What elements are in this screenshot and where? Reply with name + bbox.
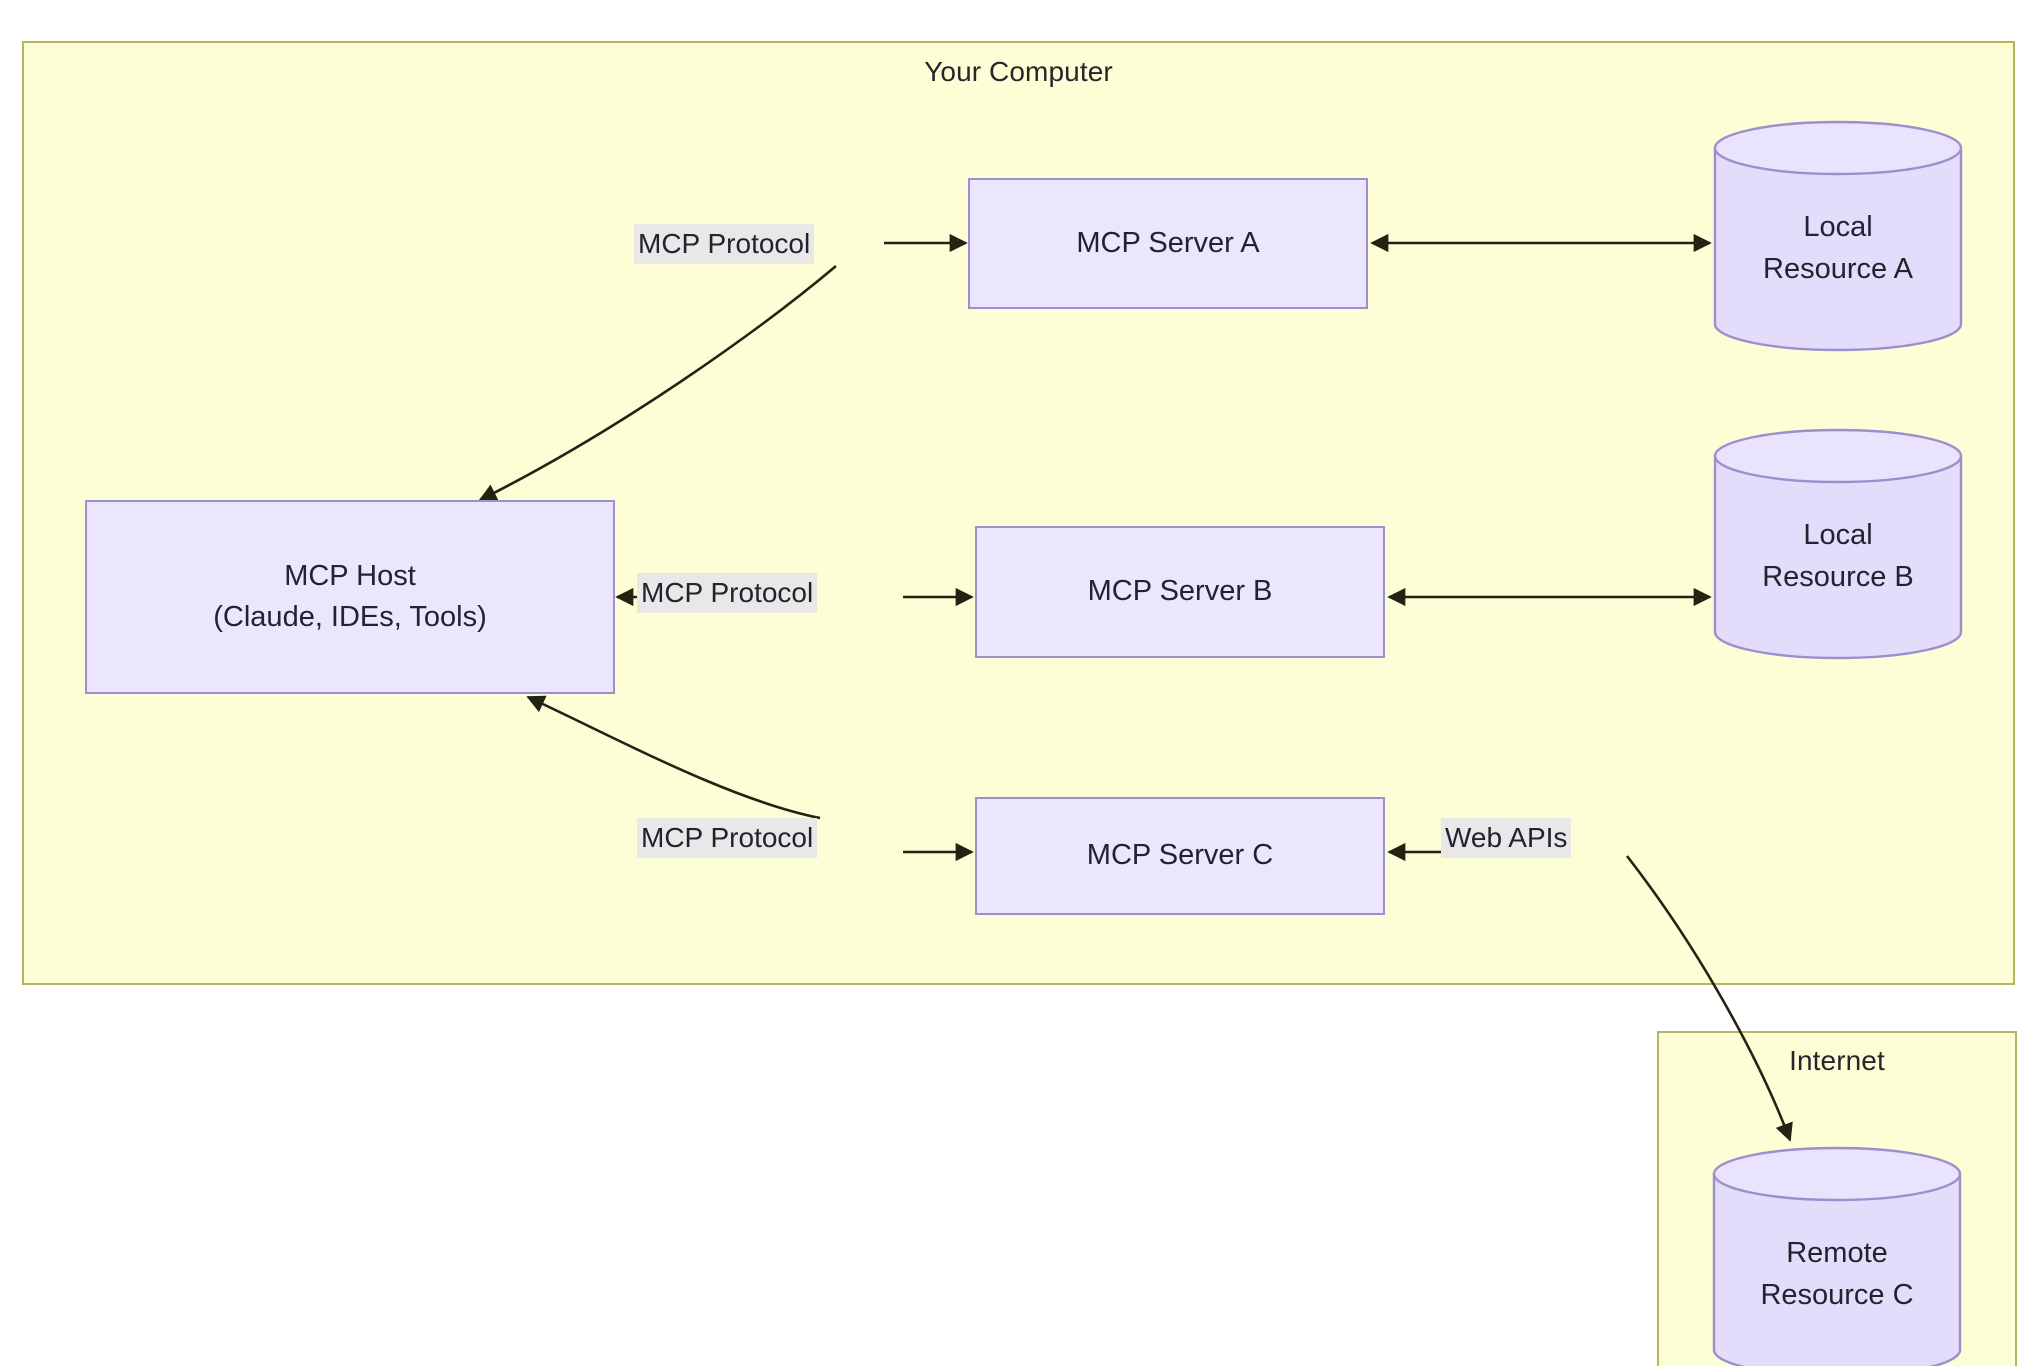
edge-label-mcp-protocol-a: MCP Protocol <box>634 224 815 264</box>
database-cylinder-icon <box>1713 120 1963 352</box>
node-remote-resource-c[interactable]: Remote Resource C <box>1712 1146 1962 1366</box>
node-mcp-server-b[interactable]: MCP Server B <box>975 526 1385 658</box>
node-mcp-host-line-2: (Claude, IDEs, Tools) <box>213 601 487 633</box>
node-mcp-host[interactable]: MCP Host (Claude, IDEs, Tools) <box>85 500 615 694</box>
group-internet-title: Internet <box>1789 1045 1885 1076</box>
group-your-computer-title: Your Computer <box>924 56 1113 87</box>
database-cylinder-icon <box>1712 1146 1962 1366</box>
node-mcp-server-a-label: MCP Server A <box>1076 226 1260 259</box>
edge-label-mcp-protocol-c: MCP Protocol <box>637 818 818 858</box>
node-local-resource-b[interactable]: Local Resource B <box>1713 428 1963 660</box>
database-cylinder-icon <box>1713 428 1963 660</box>
node-mcp-server-c-label: MCP Server C <box>1086 839 1274 872</box>
node-local-resource-a[interactable]: Local Resource A <box>1713 120 1963 352</box>
node-mcp-server-c[interactable]: MCP Server C <box>975 797 1385 915</box>
edge-label-mcp-protocol-b: MCP Protocol <box>637 573 818 613</box>
node-mcp-server-b-label: MCP Server B <box>1087 575 1273 608</box>
node-mcp-server-a[interactable]: MCP Server A <box>968 178 1368 309</box>
node-mcp-host-line-1: MCP Host <box>284 559 416 592</box>
edge-label-web-apis: Web APIs <box>1441 818 1572 858</box>
